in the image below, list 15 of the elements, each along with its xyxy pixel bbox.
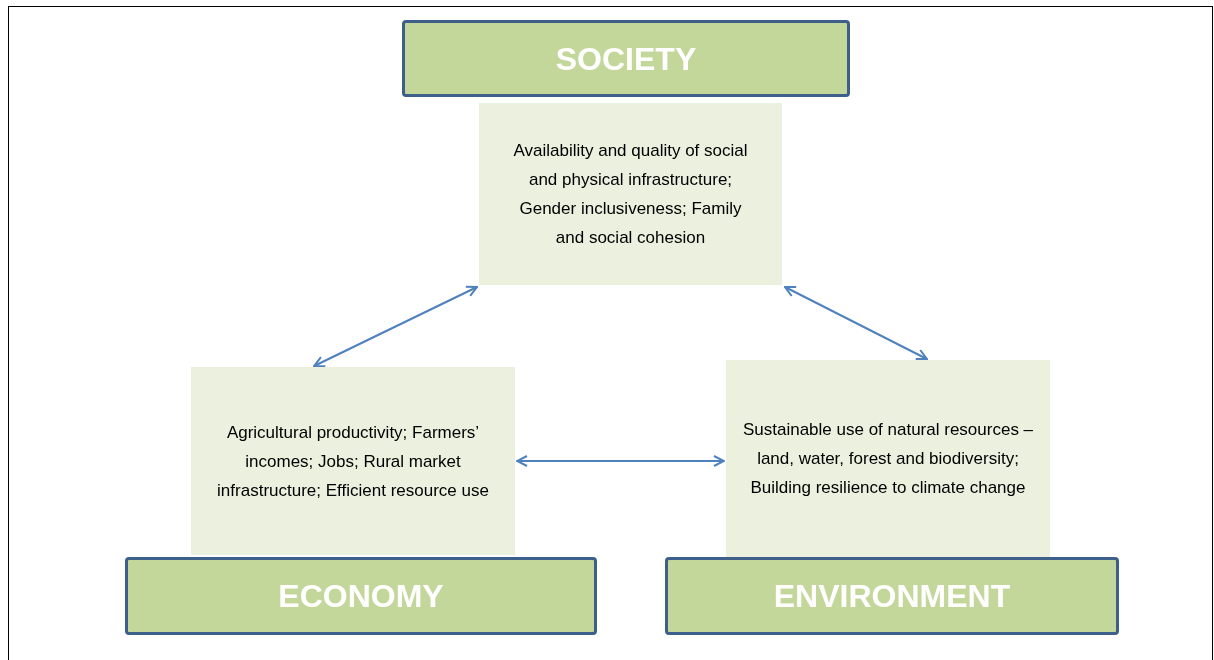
content-box xyxy=(191,367,515,555)
double-arrow xyxy=(784,286,928,360)
heading-text: ECONOMY xyxy=(278,577,444,616)
content-box xyxy=(479,103,782,285)
heading-text: ENVIRONMENT xyxy=(773,577,1011,616)
double-arrow xyxy=(313,285,478,368)
heading-text: SOCIETY xyxy=(555,39,697,79)
description-text: Availability and quality of social and physical infrastructure; Gender inclusiveness; Family and social cohesion xyxy=(512,140,749,249)
content-box xyxy=(726,360,1050,557)
heading-box xyxy=(665,557,1119,635)
double-arrow xyxy=(516,455,725,467)
description-text: Agricultural productivity; Farmers’ incomes; Jobs; Rural market infrastructure; Efficient resource use xyxy=(216,421,490,502)
heading-box xyxy=(125,557,597,635)
heading-box xyxy=(402,20,850,97)
description-text: Sustainable use of natural resources – land, water, forest and biodiversity; Building resilience to climate change xyxy=(741,419,1035,499)
